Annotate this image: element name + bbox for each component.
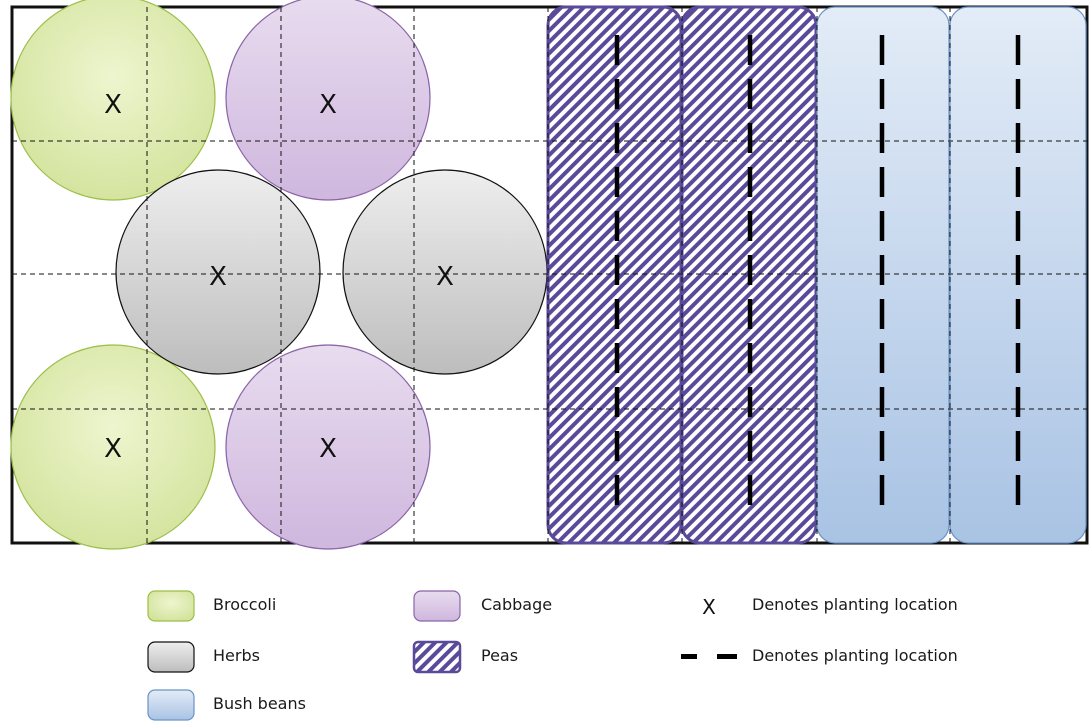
legend-dash-marker — [681, 654, 737, 659]
legend-label-dash-marker: Denotes planting location — [752, 646, 958, 665]
legend-swatch-bush-beans — [147, 689, 195, 721]
herbs-plant-left — [115, 169, 321, 375]
legend-swatch-broccoli — [147, 590, 195, 622]
cabbage-plant-bottom — [225, 344, 431, 550]
planting-mark: X — [104, 90, 122, 120]
legend-label-cabbage: Cabbage — [481, 595, 553, 614]
peas-row-1 — [546, 5, 683, 545]
legend-x-marker: X — [702, 595, 716, 619]
legend-label-herbs: Herbs — [213, 646, 260, 665]
legend-label-bush-beans: Bush beans — [213, 694, 306, 713]
legend-label-broccoli: Broccoli — [213, 595, 277, 614]
legend-label-peas: Peas — [481, 646, 519, 665]
broccoli-plant-bottom — [10, 344, 216, 550]
planting-mark: X — [319, 434, 337, 464]
legend-swatch-peas — [412, 640, 462, 674]
broccoli-plant-top — [10, 0, 216, 201]
legend-swatch-cabbage — [413, 590, 461, 622]
legend-label-x-marker: Denotes planting location — [752, 595, 958, 614]
planting-mark: X — [209, 262, 227, 292]
row-planting-lines — [614, 35, 1021, 510]
planting-grid — [12, 7, 1087, 543]
legend-swatch-herbs — [147, 641, 195, 673]
planting-mark: X — [104, 434, 122, 464]
cabbage-plant-top — [225, 0, 431, 201]
planting-mark: X — [319, 90, 337, 120]
planting-mark: X — [436, 262, 454, 292]
